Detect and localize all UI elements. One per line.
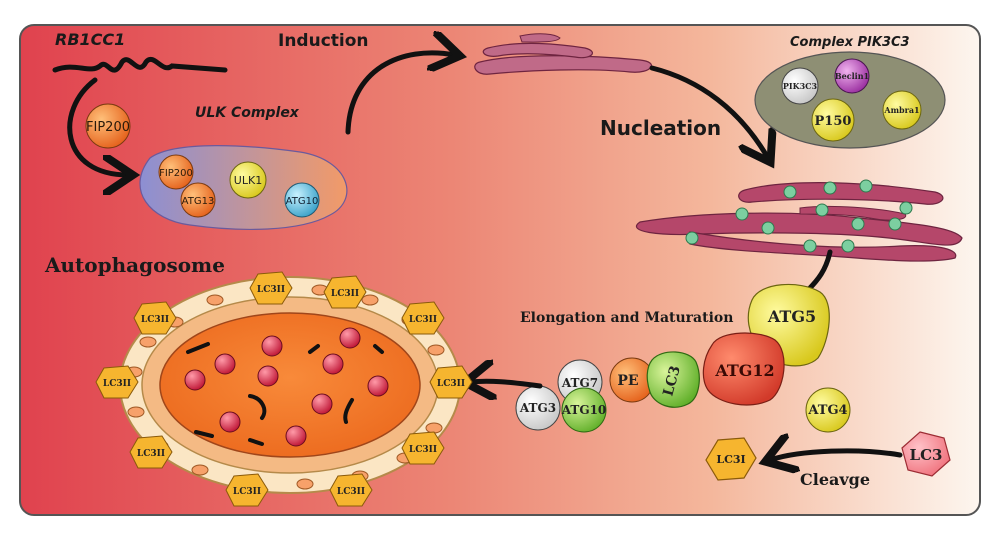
- ambra1-label: Ambra1: [883, 105, 919, 115]
- lc3-bound-label: LC3: [660, 364, 683, 398]
- lc3-hexagon: [901, 431, 951, 477]
- nucleation-arrow: [649, 65, 768, 158]
- lc3ii-hex: LC3II: [133, 301, 177, 335]
- p150-label: P150: [815, 114, 852, 129]
- er-dots: [685, 179, 913, 253]
- lc3ii-hex: LC3II: [225, 473, 269, 507]
- induction-arrow: [345, 53, 455, 135]
- atg3-label: ATG3: [519, 401, 556, 415]
- lc3ii-hex: LC3II: [401, 301, 445, 335]
- svg-text:LC3II: LC3II: [141, 315, 169, 325]
- fip200-protein: [158, 154, 194, 190]
- rb1cc1-label: RB1CC1: [55, 30, 125, 49]
- lc3ii-hex: LC3II: [129, 435, 173, 469]
- fip200-free-label: FIP200: [86, 120, 130, 135]
- svg-text:LC3II: LC3II: [437, 379, 465, 389]
- lc3i-hexagon: [705, 437, 757, 481]
- svg-text:LC3II: LC3II: [337, 487, 365, 497]
- lc3-bound-protein: [646, 351, 700, 408]
- atg13-label: ATG13: [182, 196, 215, 207]
- atg7-label: ATG7: [561, 376, 598, 390]
- lc3ii-hex: LC3II: [329, 473, 373, 507]
- cleavage-label: Cleavge: [800, 470, 870, 489]
- ulk-complex-label: ULK Complex: [195, 105, 300, 121]
- ulk1-label: ULK1: [234, 174, 262, 187]
- rb1cc1-to-ulk-arrow: [67, 77, 128, 175]
- atg10-protein: [561, 387, 607, 433]
- pe-label: PE: [617, 373, 638, 389]
- svg-text:LC3II: LC3II: [331, 289, 359, 299]
- induction-label: Induction: [278, 31, 369, 51]
- atg12-protein: [702, 332, 785, 406]
- nucleation-label: Nucleation: [600, 116, 721, 140]
- svg-text:LC3II: LC3II: [103, 379, 131, 389]
- pik3c3-label: PIK3C3: [783, 81, 818, 91]
- ambra1-protein: [882, 90, 922, 130]
- lc3ii-hex: LC3II: [323, 275, 367, 309]
- endoplasmic-reticulum-top: [474, 33, 653, 75]
- lc3ii-hex: LC3II: [429, 365, 473, 399]
- cleavage-arrow: [770, 451, 903, 460]
- atg10-ulk-protein: [284, 182, 320, 218]
- svg-text:LC3II: LC3II: [257, 285, 285, 295]
- fip200-protein-free: [85, 103, 131, 149]
- to-autophagosome-arrow: [470, 381, 543, 386]
- beclin1-protein: [834, 58, 870, 94]
- complex-pik3c3-label: Complex PIK3C3: [790, 35, 910, 50]
- ulk1-protein: [229, 161, 267, 199]
- atg4-label: ATG4: [807, 403, 847, 418]
- lc3ii-hex: LC3II: [95, 365, 139, 399]
- p150-protein: [811, 98, 855, 142]
- pik3c3-protein: [781, 67, 819, 105]
- lc3i-label: LC3I: [716, 453, 745, 466]
- autophagosome-label: Autophagosome: [44, 253, 225, 277]
- atg10-ulk-label: ATG10: [286, 196, 319, 207]
- lc3ii-hexagons: LC3II LC3II LC3II LC3II LC3II LC3II LC3I…: [95, 271, 473, 507]
- svg-text:LC3II: LC3II: [409, 445, 437, 455]
- elongation-label: Elongation and Maturation: [520, 310, 733, 326]
- atg5-label: ATG5: [767, 307, 816, 326]
- atg13-protein: [180, 182, 216, 218]
- svg-text:LC3II: LC3II: [409, 315, 437, 325]
- atg10-label: ATG10: [561, 403, 607, 417]
- fip200-label: FIP200: [159, 168, 193, 179]
- lc3ii-hex: LC3II: [249, 271, 293, 305]
- autophagosome-cargo: [184, 327, 389, 447]
- svg-text:LC3II: LC3II: [233, 487, 261, 497]
- atg4-protein: [805, 387, 851, 433]
- lc3ii-hex: LC3II: [401, 431, 445, 465]
- autophagosome-fragments: [186, 342, 384, 446]
- beclin1-label: Beclin1: [835, 71, 869, 81]
- atg12-label: ATG12: [714, 361, 774, 380]
- lc3-label: LC3: [910, 446, 943, 464]
- rb1cc1-strand: [52, 57, 228, 73]
- svg-text:LC3II: LC3II: [137, 449, 165, 459]
